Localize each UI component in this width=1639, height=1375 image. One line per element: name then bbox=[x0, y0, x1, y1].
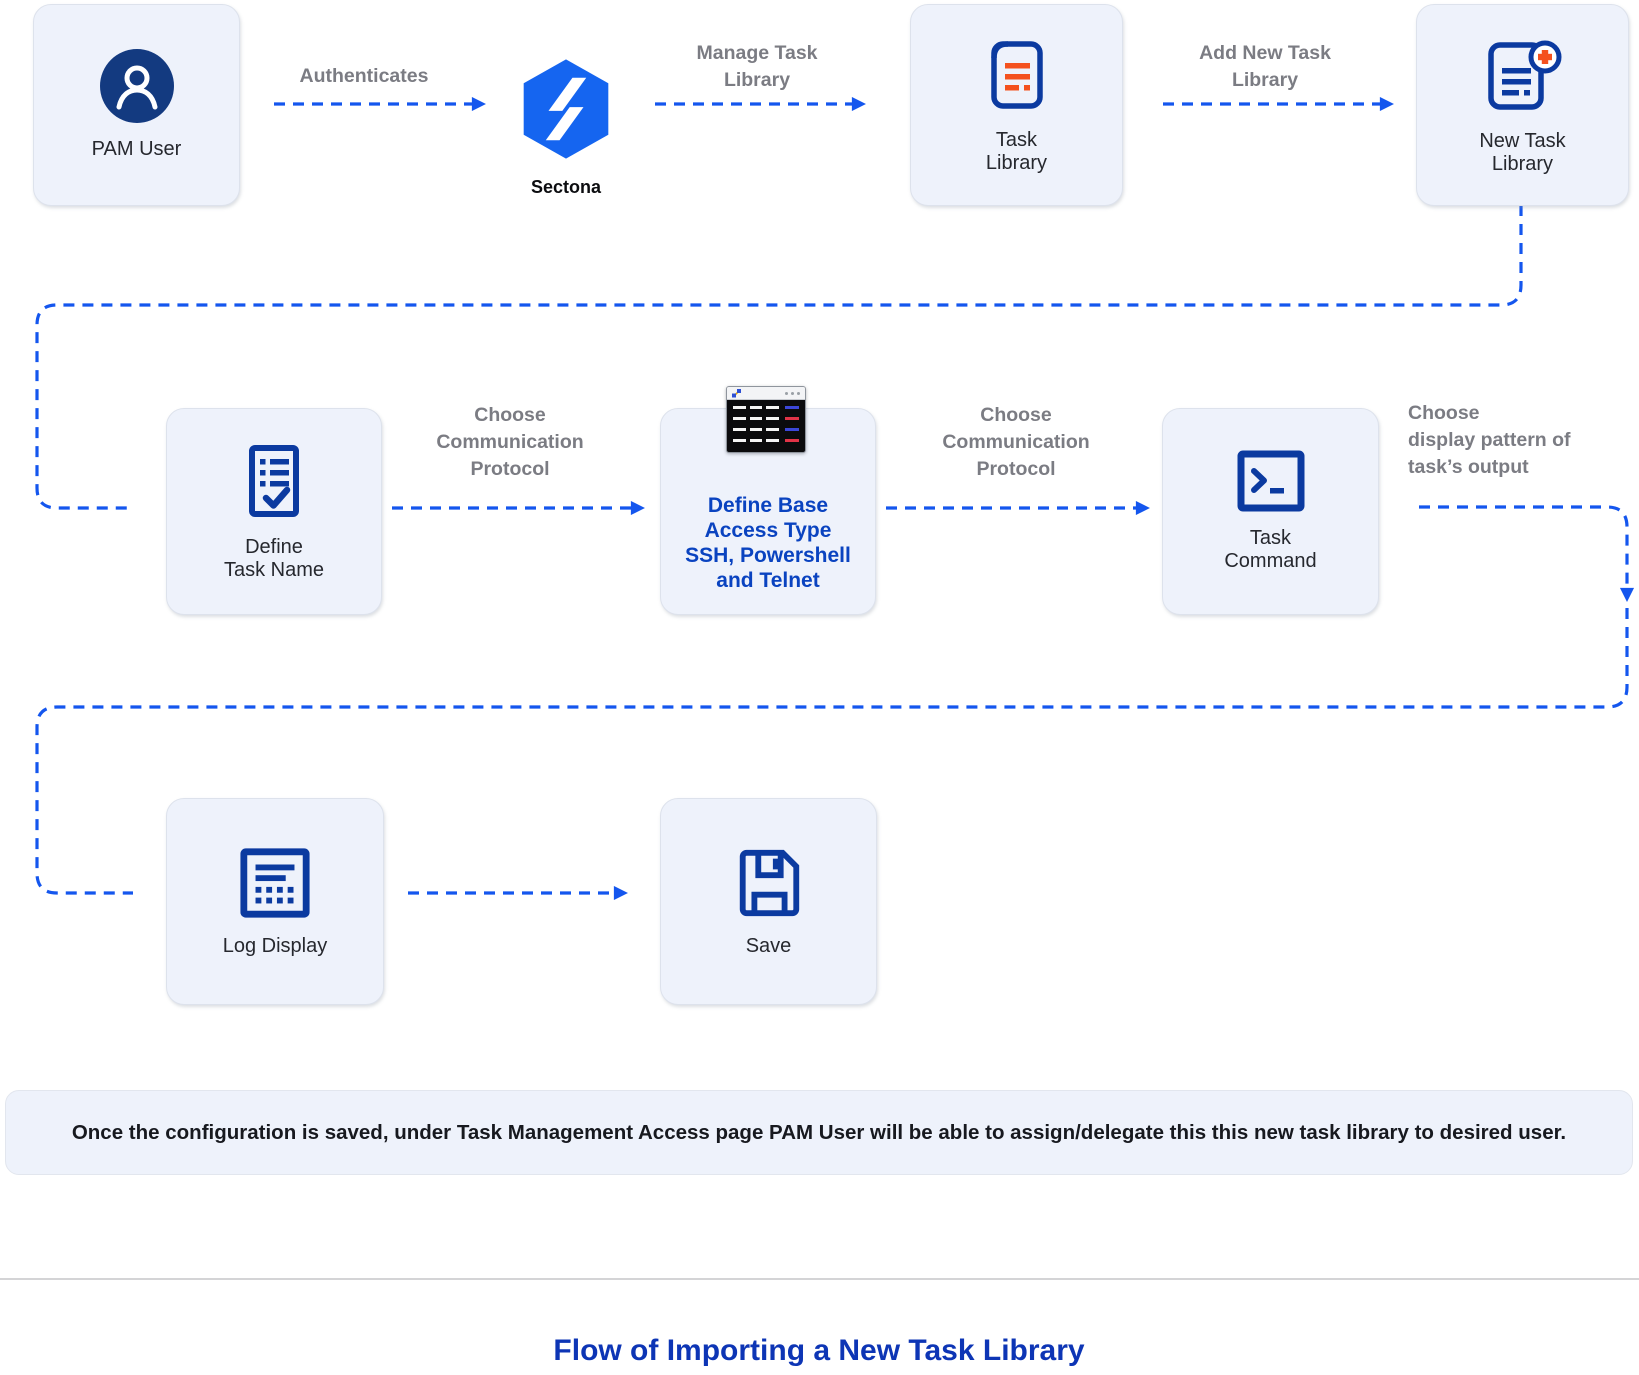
edge-label-choose-protocol-1: Choose Communication Protocol bbox=[436, 404, 584, 480]
node-label: New Task Library bbox=[1479, 129, 1566, 175]
node-label: Log Display bbox=[222, 934, 328, 957]
edge-label-add-new-task-library: Add New Task Library bbox=[1199, 42, 1331, 91]
terminal-window-image bbox=[726, 386, 806, 453]
sectona-hexagon-bolt-icon bbox=[523, 59, 609, 159]
node-new-task-library: New Task Library bbox=[1416, 4, 1629, 206]
edge-label-choose-display-pattern: Choose display pattern of task’s output bbox=[1408, 402, 1571, 478]
connector-display-pattern-down bbox=[1419, 505, 1635, 602]
note-text: Once the configuration is saved, under T… bbox=[71, 1120, 1567, 1144]
floppy-disk-icon bbox=[739, 849, 799, 916]
node-label: Save bbox=[745, 934, 792, 957]
note-banner: Once the configuration is saved, under T… bbox=[5, 1090, 1633, 1175]
node-log-display: Log Display bbox=[166, 798, 384, 1005]
node-pam-user: PAM User bbox=[33, 4, 240, 206]
node-task-library: Task Library bbox=[910, 4, 1123, 206]
log-grid-icon bbox=[240, 847, 310, 918]
node-define-task-name: Define Task Name bbox=[166, 408, 382, 615]
terminal-titlebar bbox=[727, 387, 805, 400]
terminal-app-icon bbox=[732, 388, 741, 397]
document-lines-icon bbox=[990, 40, 1043, 109]
node-define-base-access: Define Base Access Type SSH, Powershell … bbox=[660, 408, 876, 615]
divider-line bbox=[0, 1278, 1639, 1280]
diagram-title: Flow of Importing a New Task Library bbox=[553, 1334, 1085, 1367]
edge-label-choose-protocol-2: Choose Communication Protocol bbox=[942, 404, 1090, 480]
connector-new-task-to-define-task bbox=[35, 205, 1523, 510]
node-label: Define Base Access Type SSH, Powershell … bbox=[685, 493, 851, 592]
node-sectona: Sectona bbox=[520, 53, 612, 198]
user-icon bbox=[99, 49, 174, 123]
window-dots-icon bbox=[785, 391, 800, 395]
node-save: Save bbox=[660, 798, 877, 1005]
checklist-document-icon bbox=[249, 445, 299, 517]
document-add-icon bbox=[1487, 40, 1561, 110]
terminal-prompt-icon bbox=[1237, 450, 1304, 512]
edge-label-authenticates: Authenticates bbox=[299, 65, 429, 87]
node-task-command: Task Command bbox=[1162, 408, 1379, 615]
connector-task-command-to-log-display bbox=[35, 608, 1629, 895]
node-label: Task Library bbox=[985, 128, 1048, 174]
node-label: Define Task Name bbox=[223, 536, 325, 581]
terminal-body bbox=[727, 400, 805, 442]
edge-label-manage-task-library: Manage Task Library bbox=[696, 42, 818, 91]
node-label: Sectona bbox=[530, 177, 602, 197]
node-label: Task Command bbox=[1224, 527, 1317, 572]
node-label: PAM User bbox=[91, 138, 182, 160]
